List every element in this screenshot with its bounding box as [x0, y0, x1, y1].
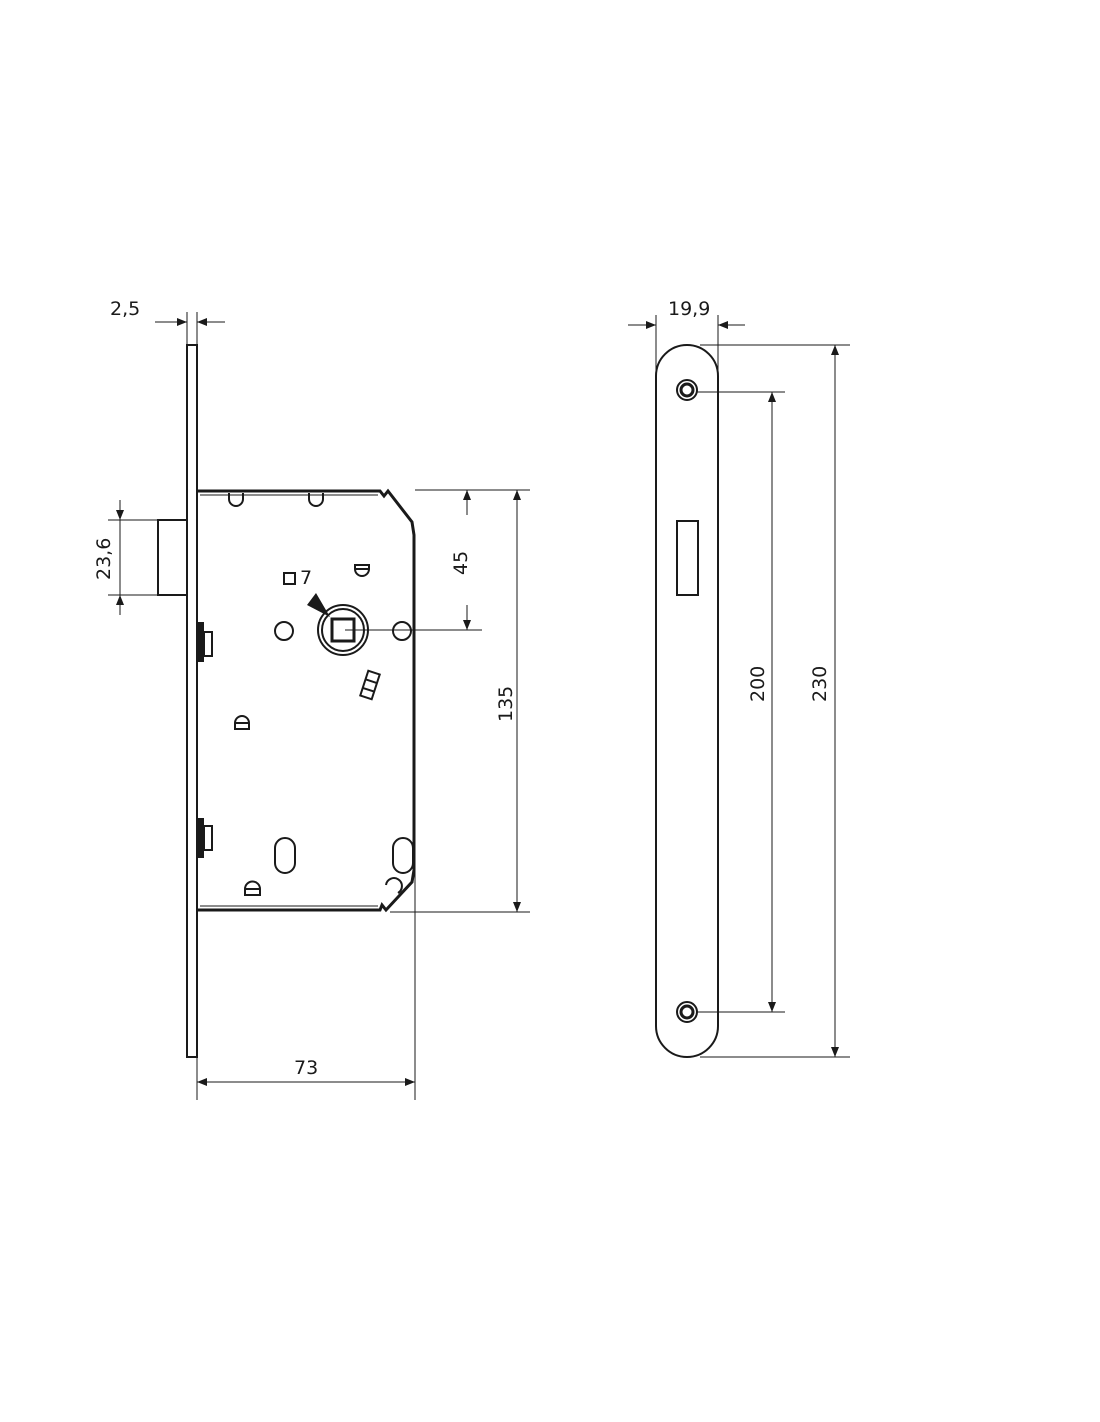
faceplate-front-view [655, 344, 719, 1058]
latch-slot [676, 520, 699, 596]
dim-faceplate-width: 19,9 [668, 298, 710, 320]
latch-bolt [157, 519, 188, 596]
faceplate-outline [655, 344, 719, 1058]
dim-case-depth: 73 [294, 1057, 318, 1079]
square-symbol-icon [283, 572, 296, 585]
dim-latch-height: 23,6 [93, 538, 115, 580]
spindle-square-label: 7 [300, 567, 312, 589]
faceplate [186, 344, 198, 1058]
mortise-lock-view: 7 [157, 344, 416, 1058]
spindle-hub [307, 593, 369, 656]
lock-dimensions: 2,5 23,6 45 135 73 [93, 298, 530, 1100]
lock-case [197, 488, 416, 913]
dim-screw-spacing: 200 [747, 666, 769, 702]
dim-faceplate-length: 230 [809, 666, 831, 702]
dim-backset: 45 [450, 551, 472, 575]
dim-faceplate-thickness: 2,5 [110, 298, 140, 320]
dim-case-height: 135 [495, 686, 517, 722]
faceplate-dimensions: 19,9 200 230 [628, 298, 850, 1058]
screw-hole-top [676, 379, 698, 401]
